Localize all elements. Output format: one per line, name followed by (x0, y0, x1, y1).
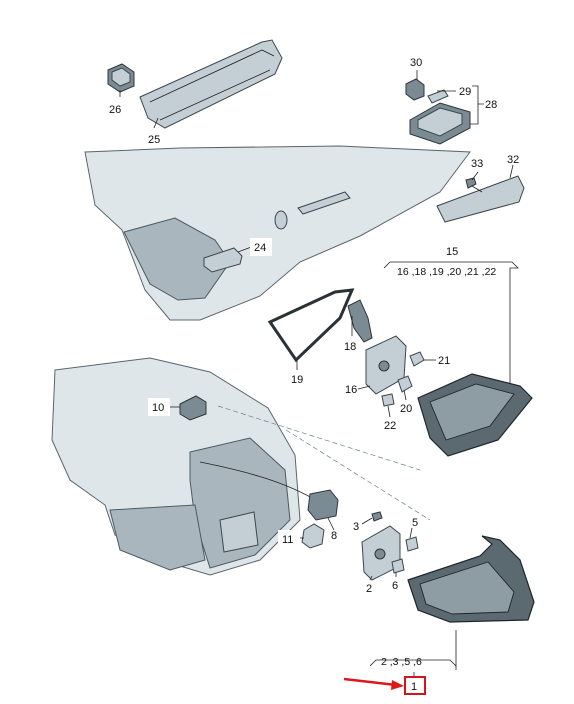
callout-3: 3 (353, 521, 359, 533)
callout-25: 25 (148, 134, 160, 146)
group-15-members: 16 ,18 ,19 ,20 ,21 ,22 (397, 266, 496, 278)
leader-lines (119, 70, 519, 677)
screw-3-icon[interactable] (371, 511, 383, 522)
bulb-5-icon[interactable] (405, 536, 419, 552)
lamp-wiring-harness[interactable] (199, 461, 313, 499)
callout-29: 29 (459, 86, 471, 98)
alignment-lines (217, 405, 431, 521)
callout-32: 32 (507, 154, 519, 166)
high-mount-brake-light[interactable] (139, 39, 283, 129)
brake-light-connector[interactable] (107, 63, 135, 93)
callout-15: 15 (446, 246, 458, 258)
callout-20: 20 (400, 403, 412, 415)
red-pointer-arrow-icon (343, 677, 404, 690)
callout-11-box (278, 530, 300, 548)
callout-33: 33 (471, 158, 483, 170)
callout-1: 1 (411, 681, 417, 693)
callout-10: 10 (152, 402, 164, 414)
trunk-lock-motor[interactable] (203, 247, 243, 273)
side-marker-10[interactable] (179, 395, 207, 421)
callout-11: 11 (282, 534, 293, 546)
callout-28: 28 (485, 99, 497, 111)
callout-8: 8 (331, 530, 337, 542)
callout-19: 19 (291, 374, 303, 386)
callout-22: 22 (384, 420, 396, 432)
callout-5: 5 (412, 517, 418, 529)
plate-light-connector[interactable] (405, 78, 425, 101)
callout-26: 26 (109, 104, 121, 116)
bulb-6-icon[interactable] (391, 558, 405, 574)
nut-21-icon[interactable] (409, 351, 425, 367)
highlighted-part-1[interactable]: 1 (404, 676, 426, 695)
group-1-members: 2 ,3 ,5 ,6 (381, 656, 422, 668)
callout-21: 21 (438, 355, 450, 367)
bulb-holder-18[interactable] (347, 299, 373, 343)
bulb-29-icon[interactable] (427, 89, 449, 104)
callout-30: 30 (410, 57, 422, 69)
license-plate-light[interactable] (409, 102, 471, 145)
trunk-lid (84, 145, 471, 321)
bulb-20-icon[interactable] (397, 375, 413, 393)
callout-16: 16 (345, 384, 357, 396)
lamp-seal-19[interactable] (267, 288, 355, 363)
callout-2: 2 (366, 583, 372, 595)
callout-24: 24 (254, 242, 266, 254)
inner-tail-lamp[interactable] (417, 373, 533, 457)
rear-reflector[interactable] (436, 175, 525, 223)
reflector-screw[interactable] (465, 177, 483, 193)
callout-18: 18 (344, 341, 356, 353)
grommet-11[interactable] (301, 523, 325, 549)
callout-10-box (148, 398, 170, 416)
callout-labels: 26 25 30 29 28 33 32 24 15 16 ,18 ,19 ,2… (109, 57, 519, 668)
outer-tail-lamp[interactable] (407, 535, 535, 623)
rear-quarter-panel (51, 357, 301, 576)
callout-6: 6 (392, 580, 398, 592)
bulb-22-icon[interactable] (381, 393, 395, 407)
callout-24-box (250, 238, 272, 256)
lamp-harness-connector[interactable] (307, 489, 339, 521)
